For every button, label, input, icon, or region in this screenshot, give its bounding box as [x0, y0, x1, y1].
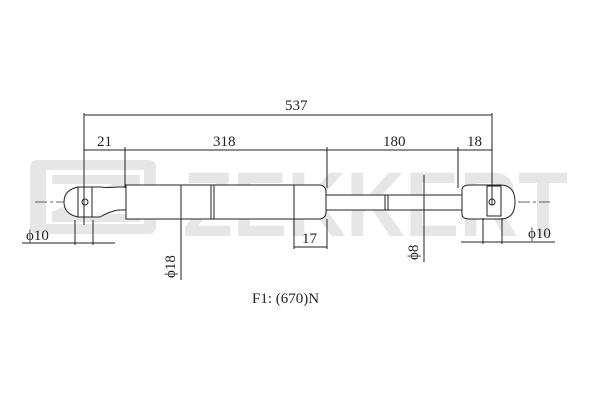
- dim-eye-right: 18: [467, 134, 482, 150]
- cylinder-body: [125, 184, 295, 220]
- dim-overall: 537: [285, 98, 308, 114]
- dim-eye-left: 21: [97, 134, 112, 150]
- dim-body: 318: [213, 134, 236, 150]
- dim-dia-rod: ϕ8: [406, 245, 422, 260]
- force-label: F1: (670)N: [252, 291, 319, 307]
- dim-dia-body: ϕ18: [163, 255, 179, 278]
- dim-dia-left-eye: ϕ10: [26, 228, 49, 244]
- left-eye: [63, 186, 127, 218]
- collar: [293, 184, 327, 220]
- piston-rod: [325, 194, 463, 211]
- dim-rod: 180: [383, 134, 406, 150]
- dim-dia-right-eye: ϕ10: [528, 226, 551, 242]
- dim-collar: 17: [302, 231, 318, 247]
